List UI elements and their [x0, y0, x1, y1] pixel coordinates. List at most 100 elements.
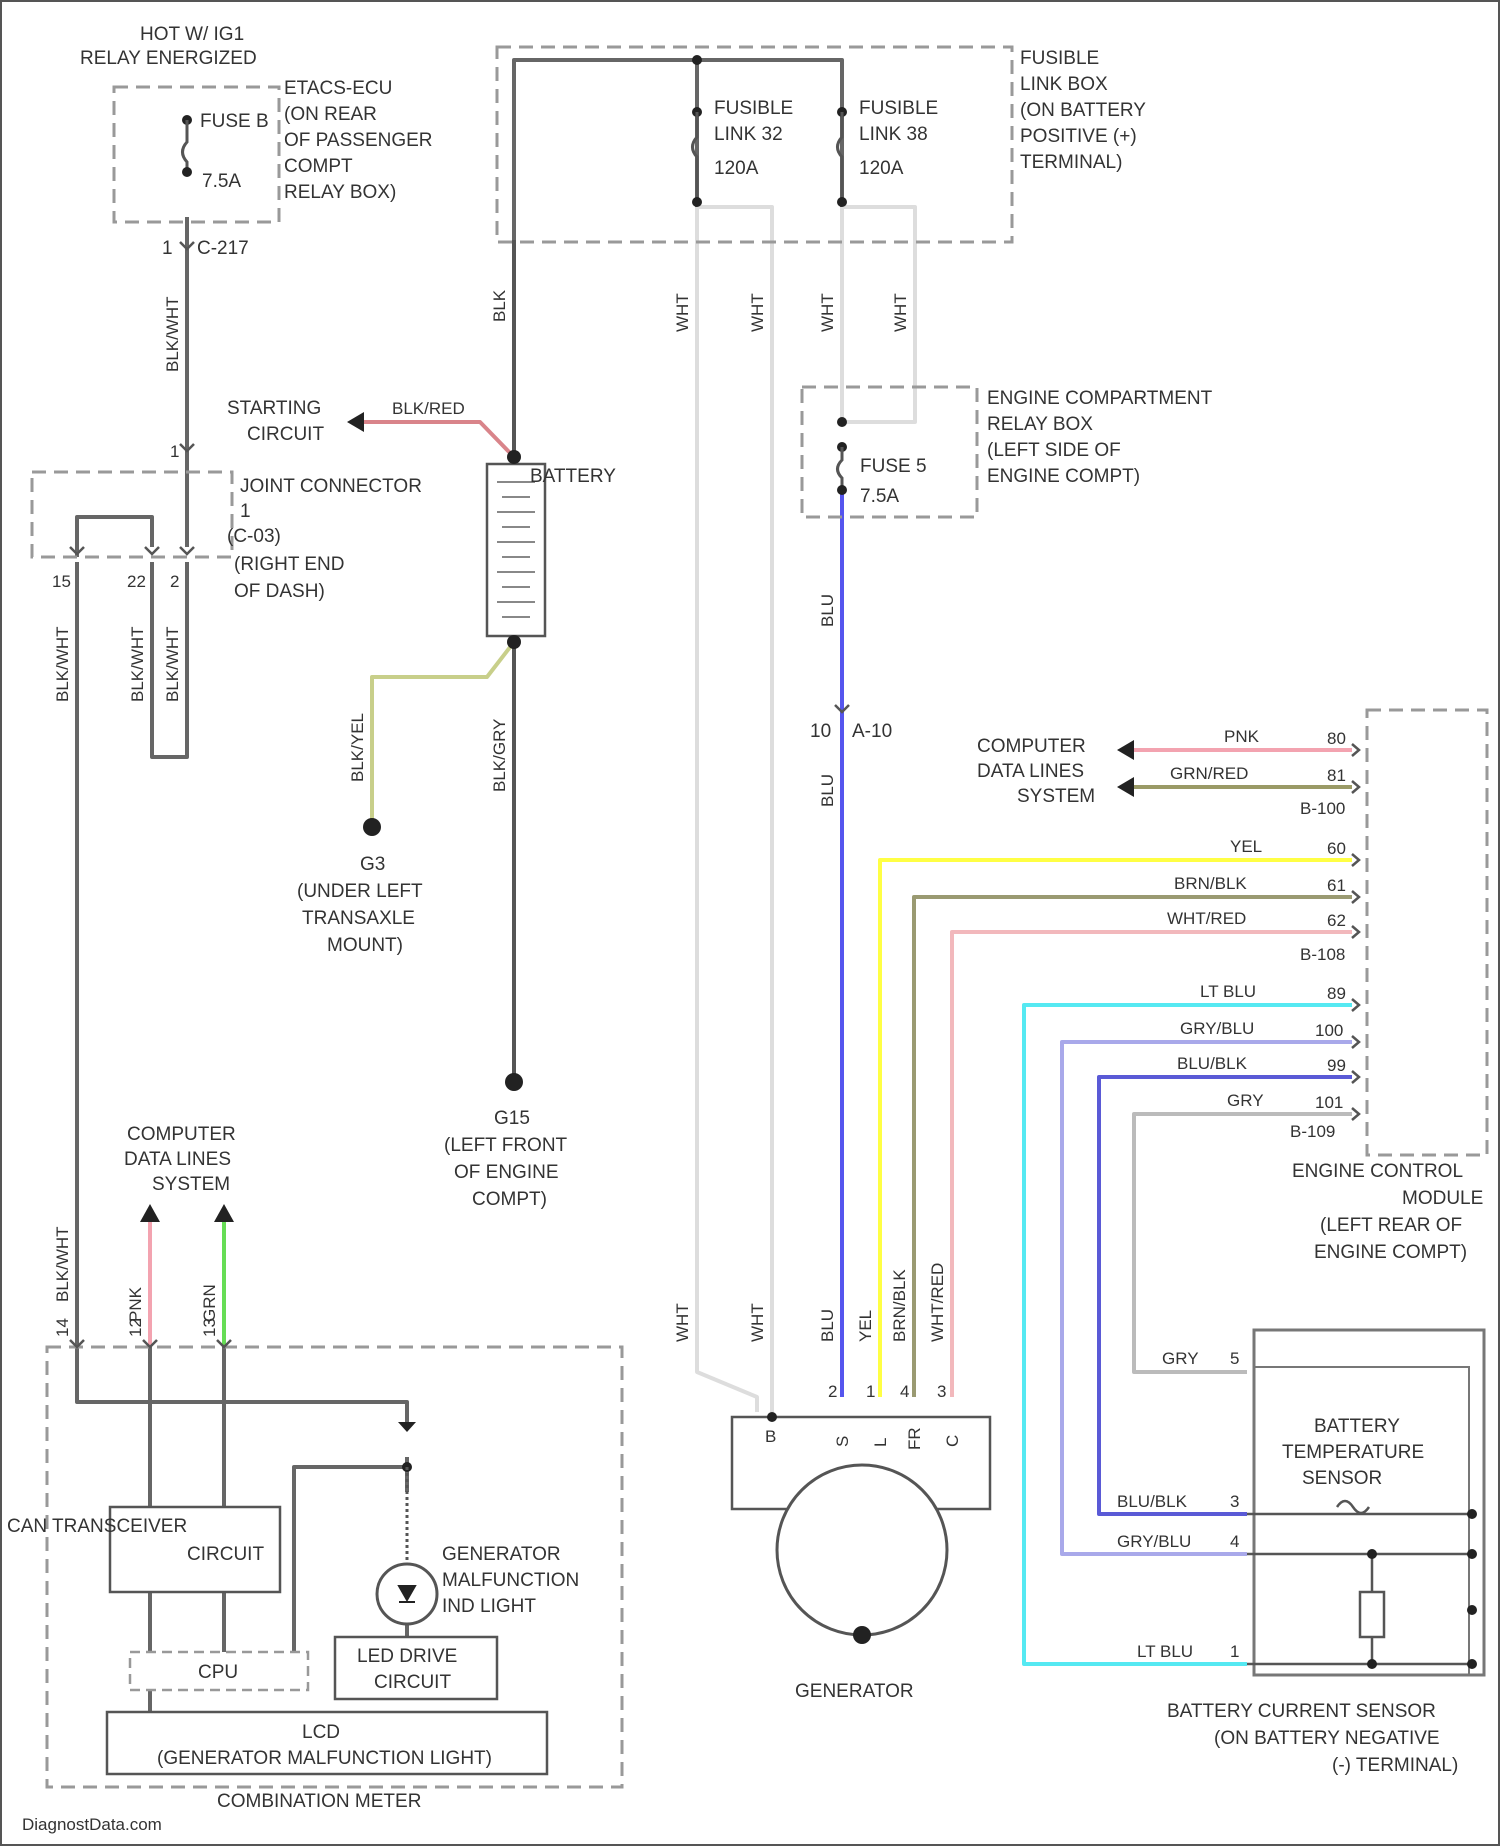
svg-text:(ON BATTERY NEGATIVE: (ON BATTERY NEGATIVE — [1214, 1728, 1440, 1749]
svg-text:ENGINE COMPT): ENGINE COMPT) — [987, 466, 1140, 487]
svg-text:(LEFT FRONT: (LEFT FRONT — [444, 1135, 568, 1156]
svg-text:RELAY ENERGIZED: RELAY ENERGIZED — [80, 48, 257, 69]
cdl-arrow-pnk — [1117, 740, 1134, 760]
svg-text:5: 5 — [1230, 1349, 1239, 1368]
wire-label-gry: GRY — [1227, 1091, 1264, 1110]
svg-text:MODULE: MODULE — [1402, 1188, 1483, 1209]
wire-cm-return — [294, 1467, 407, 1657]
svg-text:BLK/YEL: BLK/YEL — [348, 713, 367, 782]
svg-text:100: 100 — [1315, 1021, 1343, 1040]
svg-text:(RIGHT END: (RIGHT END — [234, 554, 344, 575]
svg-text:WHT: WHT — [673, 1303, 692, 1342]
wire-joint-loop — [77, 517, 152, 557]
svg-text:IND LIGHT: IND LIGHT — [442, 1596, 536, 1617]
svg-text:FUSIBLE: FUSIBLE — [714, 98, 793, 119]
svg-text:C: C — [943, 1435, 962, 1447]
svg-text:TERMINAL): TERMINAL) — [1020, 152, 1122, 173]
svg-text:COMPT): COMPT) — [472, 1189, 547, 1210]
svg-text:SYSTEM: SYSTEM — [1017, 786, 1095, 807]
wire-label-brn-blk: BRN/BLK — [1174, 874, 1247, 893]
battery-sensor-box — [1247, 1330, 1484, 1675]
svg-text:BATTERY CURRENT SENSOR: BATTERY CURRENT SENSOR — [1167, 1701, 1436, 1722]
label-gen-light: GENERATOR MALFUNCTION IND LIGHT — [442, 1544, 579, 1617]
svg-text:GENERATOR: GENERATOR — [442, 1544, 561, 1565]
svg-text:BLK/WHT: BLK/WHT — [53, 1226, 72, 1302]
joint-connector-enclosure — [32, 472, 232, 557]
svg-text:WHT: WHT — [673, 293, 692, 332]
label-etacs: ETACS-ECU (ON REAR OF PASSENGER COMPT RE… — [284, 78, 433, 203]
svg-text:ENGINE COMPT): ENGINE COMPT) — [1314, 1242, 1467, 1263]
wire-label-blu-blk: BLU/BLK — [1177, 1054, 1248, 1073]
svg-text:YEL: YEL — [856, 1310, 875, 1342]
svg-text:7.5A: 7.5A — [202, 171, 241, 192]
svg-text:(LEFT SIDE OF: (LEFT SIDE OF — [987, 440, 1121, 461]
label-fuse-5: FUSE 5 7.5A — [860, 456, 927, 507]
label-generator: GENERATOR — [795, 1681, 914, 1702]
svg-text:MOUNT): MOUNT) — [327, 935, 403, 956]
svg-text:BLK: BLK — [490, 289, 509, 322]
label-a10-pin: 10 — [810, 721, 831, 742]
svg-text:(C-03): (C-03) — [227, 526, 281, 547]
etacs-enclosure — [114, 87, 279, 222]
svg-text:WHT: WHT — [748, 293, 767, 332]
svg-text:(GENERATOR MALFUNCTION LIGHT): (GENERATOR MALFUNCTION LIGHT) — [157, 1748, 492, 1769]
label-hot-relay: HOT W/ IG1 RELAY ENERGIZED — [80, 24, 257, 69]
svg-text:JOINT CONNECTOR: JOINT CONNECTOR — [240, 476, 422, 497]
wire-wht-1 — [697, 207, 757, 1412]
label-ecm: ENGINE CONTROL MODULE (LEFT REAR OF ENGI… — [1292, 1161, 1483, 1263]
fuse-b — [182, 115, 192, 177]
wire-label-wht-red: WHT/RED — [1167, 909, 1246, 928]
label-fusible-box: FUSIBLE LINK BOX (ON BATTERY POSITIVE (+… — [1020, 48, 1146, 173]
wire-lt-blu — [1024, 1005, 1352, 1664]
wire-label-lt-blu-2: LT BLU — [1137, 1642, 1193, 1661]
label-fl38: FUSIBLE LINK 38 120A — [859, 98, 938, 179]
svg-text:STARTING: STARTING — [227, 398, 321, 419]
svg-text:1: 1 — [170, 442, 179, 461]
wire-blk-red — [362, 422, 514, 457]
ecm-connector-ticks — [1352, 744, 1359, 1120]
label-joint-connector: JOINT CONNECTOR 1 (C-03) (RIGHT END OF D… — [227, 476, 422, 602]
watermark: DiagnostData.com — [22, 1815, 162, 1834]
svg-text:1: 1 — [240, 501, 251, 522]
svg-text:4: 4 — [900, 1382, 909, 1401]
svg-text:1: 1 — [1230, 1642, 1239, 1661]
wire-wht-2 — [697, 207, 772, 1412]
svg-text:G3: G3 — [360, 854, 385, 875]
svg-text:WHT: WHT — [891, 293, 910, 332]
wire-label-yel: YEL — [1230, 837, 1262, 856]
svg-text:CIRCUIT: CIRCUIT — [374, 1672, 451, 1693]
svg-text:TRANSAXLE: TRANSAXLE — [302, 908, 415, 929]
label-cpu: CPU — [198, 1662, 238, 1683]
svg-text:WHT: WHT — [818, 293, 837, 332]
wire-label-lt-blu: LT BLU — [1200, 982, 1256, 1001]
svg-text:OF DASH): OF DASH) — [234, 581, 325, 602]
svg-text:(ON REAR: (ON REAR — [284, 104, 377, 125]
wire-label-blk-red: BLK/RED — [392, 399, 465, 418]
svg-text:FUSIBLE: FUSIBLE — [1020, 48, 1099, 69]
svg-text:13: 13 — [200, 1318, 219, 1337]
svg-text:(UNDER LEFT: (UNDER LEFT — [297, 881, 423, 902]
ground-g3 — [363, 818, 381, 836]
svg-text:2: 2 — [828, 1382, 837, 1401]
svg-text:1: 1 — [866, 1382, 875, 1401]
wire-label-blu-blk-2: BLU/BLK — [1117, 1492, 1188, 1511]
svg-text:(-) TERMINAL): (-) TERMINAL) — [1332, 1755, 1458, 1776]
fusible-link-38 — [837, 107, 847, 207]
svg-text:LINK BOX: LINK BOX — [1020, 74, 1108, 95]
label-battery: BATTERY — [530, 466, 616, 487]
svg-text:ENGINE CONTROL: ENGINE CONTROL — [1292, 1161, 1463, 1182]
svg-text:DATA LINES: DATA LINES — [977, 761, 1084, 782]
svg-text:TEMPERATURE: TEMPERATURE — [1282, 1442, 1424, 1463]
starting-circuit-arrow — [347, 412, 364, 432]
label-c217: C-217 — [197, 238, 249, 259]
svg-text:LED DRIVE: LED DRIVE — [357, 1646, 457, 1667]
svg-text:120A: 120A — [859, 158, 904, 179]
cdl-arrow-grn-red — [1117, 777, 1134, 797]
svg-text:BLU: BLU — [818, 774, 837, 807]
svg-text:FUSE B: FUSE B — [200, 111, 269, 132]
svg-text:FUSE 5: FUSE 5 — [860, 456, 927, 477]
svg-text:FR: FR — [905, 1427, 924, 1450]
svg-text:99: 99 — [1327, 1056, 1346, 1075]
fuse-5 — [837, 417, 847, 495]
